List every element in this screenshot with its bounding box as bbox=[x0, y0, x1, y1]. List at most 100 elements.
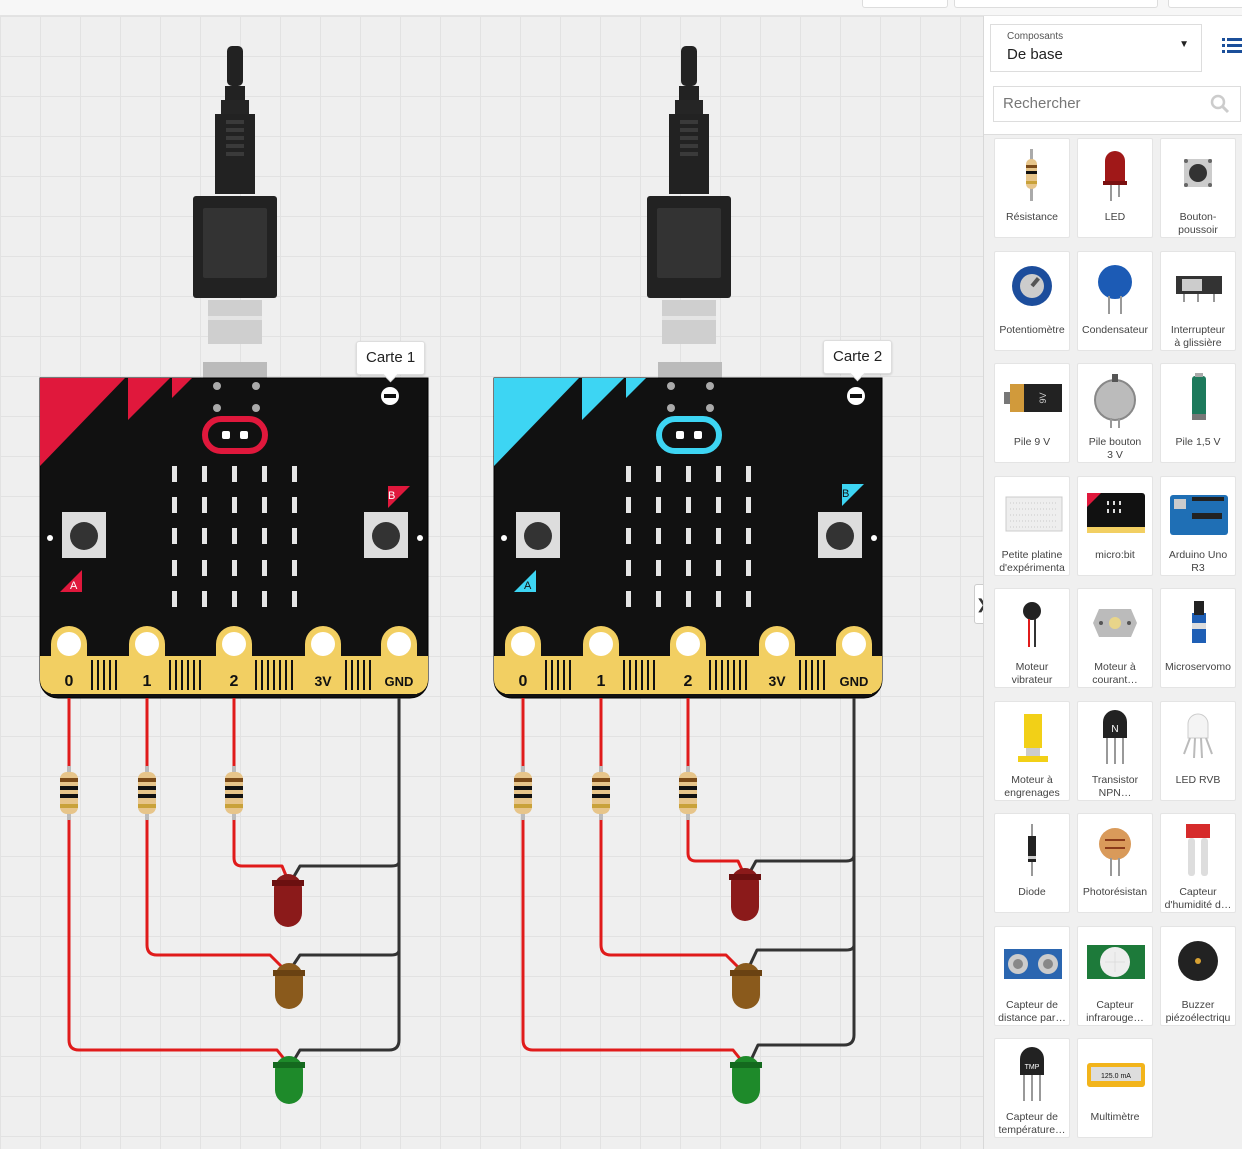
led-red-1[interactable] bbox=[272, 874, 304, 927]
component-label: Pile 9 V bbox=[1013, 436, 1051, 448]
component-label: Multimètre bbox=[1090, 1111, 1140, 1123]
multimeter-icon: 125.0 mA bbox=[1087, 1063, 1145, 1087]
svg-text:N: N bbox=[1111, 724, 1118, 735]
component-label: Capteur infrarouge… bbox=[1086, 998, 1144, 1024]
wires-board-1[interactable] bbox=[67, 698, 401, 1061]
component-tile[interactable]: Pile 1,5 V bbox=[1160, 363, 1236, 463]
temp-sensor-icon: TMP bbox=[1020, 1047, 1044, 1101]
pin-label: 3V bbox=[314, 673, 332, 689]
component-tile[interactable]: Capteur de distance par… bbox=[994, 925, 1070, 1026]
component-tile[interactable]: Moteur à engrenages bbox=[994, 700, 1070, 801]
battery-aa-icon bbox=[1192, 373, 1206, 420]
component-tile[interactable]: LED bbox=[1077, 138, 1153, 238]
select-label: Composants bbox=[1007, 31, 1064, 42]
led-red-2[interactable] bbox=[729, 868, 761, 921]
component-tile[interactable]: Potentiomètre bbox=[994, 250, 1070, 351]
component-label: Pile bouton 3 V bbox=[1088, 436, 1142, 461]
board-label-2: Carte 2 bbox=[823, 340, 893, 374]
svg-text:9V: 9V bbox=[1038, 392, 1048, 403]
buzzer-icon bbox=[1178, 940, 1218, 981]
component-tile[interactable]: Buzzer piézoélectriqu bbox=[1160, 925, 1236, 1026]
component-label: Diode bbox=[1018, 886, 1046, 898]
component-label: Condensateur bbox=[1082, 323, 1148, 336]
component-label: LED bbox=[1104, 211, 1126, 223]
search-input[interactable] bbox=[994, 87, 1218, 119]
board-label-1: Carte 1 bbox=[356, 341, 426, 375]
component-tile[interactable]: Arduino Uno R3 bbox=[1160, 475, 1236, 576]
component-label: Bouton- poussoir bbox=[1178, 211, 1218, 236]
led-icon bbox=[1103, 151, 1127, 201]
coin-cell-icon bbox=[1094, 374, 1136, 428]
search-icon[interactable] bbox=[1210, 94, 1230, 114]
list-view-icon[interactable] bbox=[1222, 36, 1242, 54]
component-label: Moteur à engrenages bbox=[1004, 773, 1060, 799]
component-tile[interactable]: LED RVB bbox=[1160, 700, 1236, 801]
component-tile[interactable]: Moteur à courant… bbox=[1077, 588, 1153, 688]
top-toolbar bbox=[0, 0, 1242, 16]
resistor-icon bbox=[1026, 149, 1037, 201]
toolbar-tab[interactable] bbox=[1168, 0, 1242, 8]
led-green-1[interactable] bbox=[273, 1056, 305, 1104]
component-tile[interactable]: Capteur d'humidité d… bbox=[1160, 813, 1236, 913]
component-label: Moteur à courant… bbox=[1092, 661, 1138, 686]
component-tile[interactable]: 125.0 mA Multimètre bbox=[1077, 1038, 1153, 1138]
pushbutton-icon bbox=[1184, 159, 1212, 187]
component-label: Capteur d'humidité d… bbox=[1164, 886, 1232, 911]
button-b-label: B bbox=[388, 490, 395, 502]
pir-icon bbox=[1087, 944, 1145, 979]
led-green-2[interactable] bbox=[730, 1056, 762, 1104]
button-a-label: A bbox=[70, 580, 78, 592]
toolbar-tab[interactable] bbox=[862, 0, 948, 8]
transistor-icon: N bbox=[1103, 709, 1127, 764]
led-yellow-2[interactable] bbox=[730, 963, 762, 1009]
arduino-icon bbox=[1170, 494, 1228, 535]
battery-9v-icon: 9V bbox=[1004, 384, 1062, 412]
component-tile[interactable]: Microservomo bbox=[1160, 588, 1236, 688]
search-box bbox=[993, 86, 1241, 122]
component-label: Résistance bbox=[1006, 211, 1058, 223]
component-tile[interactable]: Résistance bbox=[994, 138, 1070, 238]
select-value: De base bbox=[1007, 46, 1063, 63]
component-tile[interactable]: Petite platine d'expérimenta bbox=[994, 475, 1070, 576]
component-label: micro:bit bbox=[1095, 548, 1135, 561]
rgb-led-icon bbox=[1183, 713, 1213, 758]
gear-motor-icon bbox=[1018, 713, 1048, 762]
pin-label: 2 bbox=[684, 673, 693, 690]
component-label: Potentiomètre bbox=[999, 323, 1065, 336]
diode-icon bbox=[1028, 824, 1036, 876]
workspace-canvas[interactable]: A B 0 1 2 3V GND bbox=[0, 16, 983, 1149]
toolbar-tab[interactable] bbox=[954, 0, 1158, 8]
led-yellow-1[interactable] bbox=[273, 963, 305, 1009]
panel-header: Composants De base ▼ bbox=[984, 16, 1242, 135]
components-category-select[interactable]: Composants De base ▼ bbox=[990, 24, 1202, 72]
component-tile[interactable]: Diode bbox=[994, 813, 1070, 913]
dc-motor-icon bbox=[1093, 609, 1137, 637]
button-b-label: B bbox=[842, 488, 849, 500]
microbit-board-1[interactable]: A B 0 1 2 3V GND bbox=[39, 362, 429, 699]
component-tile[interactable]: Pile bouton 3 V bbox=[1077, 363, 1153, 463]
svg-text:TMP: TMP bbox=[1025, 1064, 1040, 1071]
component-label: LED RVB bbox=[1175, 773, 1221, 786]
wires-board-2[interactable] bbox=[521, 698, 856, 1061]
vibration-motor-icon bbox=[1023, 602, 1041, 647]
chevron-down-icon: ▼ bbox=[1179, 39, 1189, 50]
component-tile[interactable]: Moteur vibrateur bbox=[994, 588, 1070, 688]
component-tile[interactable]: Interrupteur à glissière bbox=[1160, 250, 1236, 351]
component-tile[interactable]: micro:bit bbox=[1077, 475, 1153, 576]
microbit-board-2[interactable]: A B 0 1 2 3V GND bbox=[493, 362, 883, 699]
component-tile[interactable]: 9V Pile 9 V bbox=[994, 363, 1070, 463]
component-tile[interactable]: Capteur infrarouge… bbox=[1077, 925, 1153, 1026]
pin-label: 0 bbox=[65, 673, 74, 690]
component-tile[interactable]: Condensateur bbox=[1077, 250, 1153, 351]
component-label: Pile 1,5 V bbox=[1175, 436, 1221, 448]
component-label: Microservomo bbox=[1165, 661, 1231, 673]
button-a-label: A bbox=[524, 580, 532, 592]
svg-text:125.0 mA: 125.0 mA bbox=[1101, 1073, 1131, 1080]
pin-label: GND bbox=[385, 674, 414, 689]
component-label: Buzzer piézoélectriqu bbox=[1165, 998, 1231, 1024]
component-tile[interactable]: Photorésistan bbox=[1077, 813, 1153, 913]
component-label: Moteur vibrateur bbox=[1011, 661, 1053, 686]
component-tile[interactable]: Bouton- poussoir bbox=[1160, 138, 1236, 238]
